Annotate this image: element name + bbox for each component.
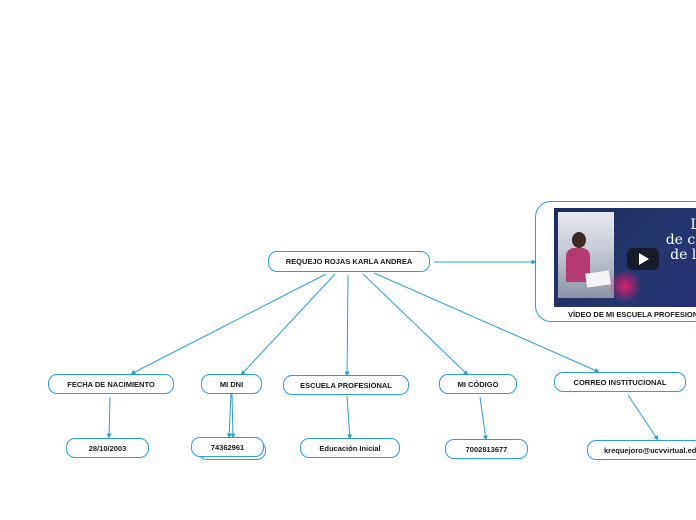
child-fecha-label: 28/10/2003 [88,443,127,453]
branch-escuela-label: ESCUELA PROFESIONAL [300,380,392,390]
child-codigo-label: 7002813677 [465,444,508,454]
connector-root-fecha [130,273,327,375]
thumbnail-title: La i de carr de la v [665,218,696,263]
child-codigo[interactable]: 7002813677 [445,439,528,459]
branch-escuela[interactable]: ESCUELA PROFESIONAL [283,375,409,395]
connector-root-correo [373,272,600,373]
connector-root-codigo [362,273,469,376]
child-correo[interactable]: krequejoro@ucvvirtual.edu.pe [587,440,696,460]
child-escuela[interactable]: Educación Inicial [300,438,400,458]
child-dni-label: 74362961 [210,442,245,452]
child-correo-label: krequejoro@ucvvirtual.edu.pe [604,445,696,455]
root-node-label: REQUEJO ROJAS KARLA ANDREA [285,257,413,266]
thumbnail-glow [610,268,640,304]
video-card[interactable]: La i de carr de la v VÍDEO DE MI ESCUELA… [535,201,696,322]
child-dni[interactable]: 74362961 [191,437,264,457]
connector-escuela-child [346,395,353,440]
branch-codigo-label: MI CÓDIGO [457,379,499,389]
child-escuela-label: Educación Inicial [319,443,381,453]
connector-codigo-child [479,396,488,441]
branch-correo-label: CORREO INSTITUCIONAL [573,377,667,387]
person-head [572,232,586,248]
video-caption: VÍDEO DE MI ESCUELA PROFESIONAL [568,310,696,319]
root-node[interactable]: REQUEJO ROJAS KARLA ANDREA [268,251,430,272]
branch-fecha-label: FECHA DE NACIMIENTO [67,379,155,389]
connector-root-escuela [344,274,350,377]
connector-correo-child [627,394,659,441]
branch-dni[interactable]: MI DNI [201,374,262,394]
branch-fecha-nacimiento[interactable]: FECHA DE NACIMIENTO [48,374,174,394]
branch-dni-label: MI DNI [219,379,244,389]
play-button[interactable] [627,248,659,270]
connector-root-dni [240,273,336,376]
branch-codigo[interactable]: MI CÓDIGO [439,374,517,394]
play-icon [639,253,649,265]
branch-correo[interactable]: CORREO INSTITUCIONAL [554,372,686,392]
connector-dni-child-a [226,393,232,439]
thumbnail-photo [558,212,614,298]
connector-fecha-child [106,396,112,439]
child-fecha[interactable]: 28/10/2003 [66,438,149,458]
paper [585,270,611,288]
video-thumbnail[interactable]: La i de carr de la v [554,208,696,307]
connector-dni-child-b [230,393,236,439]
